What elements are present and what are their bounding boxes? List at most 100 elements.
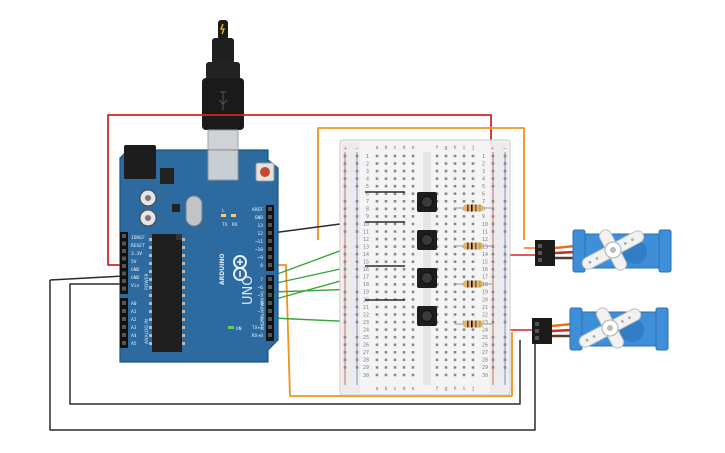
breadboard-column-label: e (411, 145, 414, 151)
analog-pin-label: A5 (131, 341, 137, 347)
breadboard-row-label: 21 (363, 305, 369, 311)
breadboard-column-label: b (384, 145, 387, 151)
breadboard-row-label: 13 (363, 244, 369, 250)
digital-pin-label: AREF (252, 207, 263, 213)
digital-pin-label: 12 (257, 231, 263, 237)
breadboard-row-label: 16 (482, 267, 488, 273)
breadboard-column-label: b (384, 386, 387, 392)
breadboard-column-label: d (402, 386, 405, 392)
red-wire-5v (107, 114, 492, 266)
breadboard-row-label: 14 (363, 252, 369, 258)
orange-wire-top (317, 127, 525, 240)
breadboard-column-label: e (411, 386, 414, 392)
servo-horn (578, 307, 642, 349)
breadboard-row-label: 11 (363, 229, 369, 235)
breadboard-row-label: 15 (482, 260, 488, 266)
breadboard-row-label: 18 (482, 282, 488, 288)
breadboard-row-label: 28 (482, 358, 488, 364)
digital-pin-label: ~6 (257, 285, 263, 291)
on-led (228, 326, 234, 329)
digital-pin-label: 13 (257, 223, 263, 229)
breadboard-row-label: 3 (482, 169, 485, 175)
breadboard-row-label: 17 (482, 275, 488, 281)
breadboard-row-label: 5 (482, 184, 485, 190)
breadboard-row-label: 25 (482, 335, 488, 341)
analog-label: ANALOG IN (144, 319, 150, 344)
digital-pin-label: 7 (260, 277, 263, 283)
breadboard-row-label: 8 (482, 207, 485, 213)
breadboard-row-label: 24 (363, 327, 369, 333)
analog-pin-label: A4 (131, 333, 137, 339)
breadboard-column-label: c (393, 386, 396, 392)
breadboard-row-label: 4 (482, 176, 485, 182)
breadboard-row-label: 22 (363, 312, 369, 318)
black-wire-gnd-1 (49, 280, 536, 431)
servo-motor (532, 307, 669, 351)
breadboard-column-label: g (444, 386, 447, 392)
resistor (455, 280, 492, 288)
breadboard-row-label: 10 (482, 222, 488, 228)
breadboard-column-label: a (375, 386, 378, 392)
digital-pin-label: ~10 (255, 247, 264, 253)
breadboard-row-label: 26 (482, 343, 488, 349)
breadboard-column-label: d (402, 145, 405, 151)
breadboard-row-label: 26 (363, 343, 369, 349)
breadboard-column-label: j (471, 386, 474, 392)
pushbutton (417, 306, 437, 326)
breadboard-row-label: 15 (363, 260, 369, 266)
usb-port (207, 149, 239, 181)
tx-label: TX (222, 222, 228, 228)
analog-pin-label: A0 (131, 301, 137, 307)
crystal (185, 195, 203, 227)
breadboard-row-label: 30 (363, 373, 369, 379)
breadboard-row-label: 20 (482, 297, 488, 303)
power-jack (124, 145, 156, 179)
breadboard-row-label: 2 (366, 161, 369, 167)
breadboard-row-label: 8 (366, 207, 369, 213)
power-pin-label: GND (131, 267, 140, 273)
header-digital-bottom (266, 275, 274, 341)
breadboard-row-label: 11 (482, 229, 488, 235)
breadboard-row-label: 24 (482, 327, 488, 333)
breadboard-row-label: 12 (482, 237, 488, 243)
analog-pin-label: A3 (131, 325, 137, 331)
breadboard-row-label: 30 (482, 373, 488, 379)
model-label: UNO (241, 276, 256, 305)
breadboard-row-label: 29 (482, 365, 488, 371)
breadboard-row-label: 12 (363, 237, 369, 243)
breadboard-row-label: 4 (366, 176, 369, 182)
breadboard-row-label: 17 (363, 275, 369, 281)
breadboard-row-label: 14 (482, 252, 488, 258)
power-pin-label: GND (131, 275, 140, 281)
breadboard-row-label: 9 (482, 214, 485, 220)
breadboard-row-label: 7 (482, 199, 485, 205)
rail-minus-left: − (355, 146, 358, 152)
breadboard-row-label: 16 (363, 267, 369, 273)
breadboard-row-label: 25 (363, 335, 369, 341)
digital-pin-label: 4 (260, 301, 263, 307)
resistor (455, 204, 492, 212)
l-led-label: L (222, 208, 225, 214)
breadboard-column-label: a (375, 145, 378, 151)
digital-pin-label: ~9 (257, 255, 263, 261)
arduino-logo (233, 255, 247, 281)
breadboard-column-label: h (453, 145, 456, 151)
breadboard-row-label: 23 (482, 320, 488, 326)
analog-pin-label: A2 (131, 317, 137, 323)
breadboard-row-label: 21 (482, 305, 488, 311)
breadboard-row-label: 13 (482, 244, 488, 250)
atmega-chip (152, 234, 182, 352)
breadboard-row-label: 5 (366, 184, 369, 190)
breadboard-jumpers (365, 191, 405, 301)
digital-pin-label: 8 (260, 263, 263, 269)
black-wire-gnd-2 (69, 283, 521, 405)
breadboard-row-label: 19 (482, 290, 488, 296)
black-wire-gnd-3 (49, 275, 125, 281)
power-pin-label: Vin (131, 283, 140, 289)
breadboard-row-label: 27 (482, 350, 488, 356)
digital-pin-label: ~5 (257, 293, 263, 299)
breadboard-row-label: 18 (363, 282, 369, 288)
digital-pin-label: RX◂0 (252, 333, 263, 339)
